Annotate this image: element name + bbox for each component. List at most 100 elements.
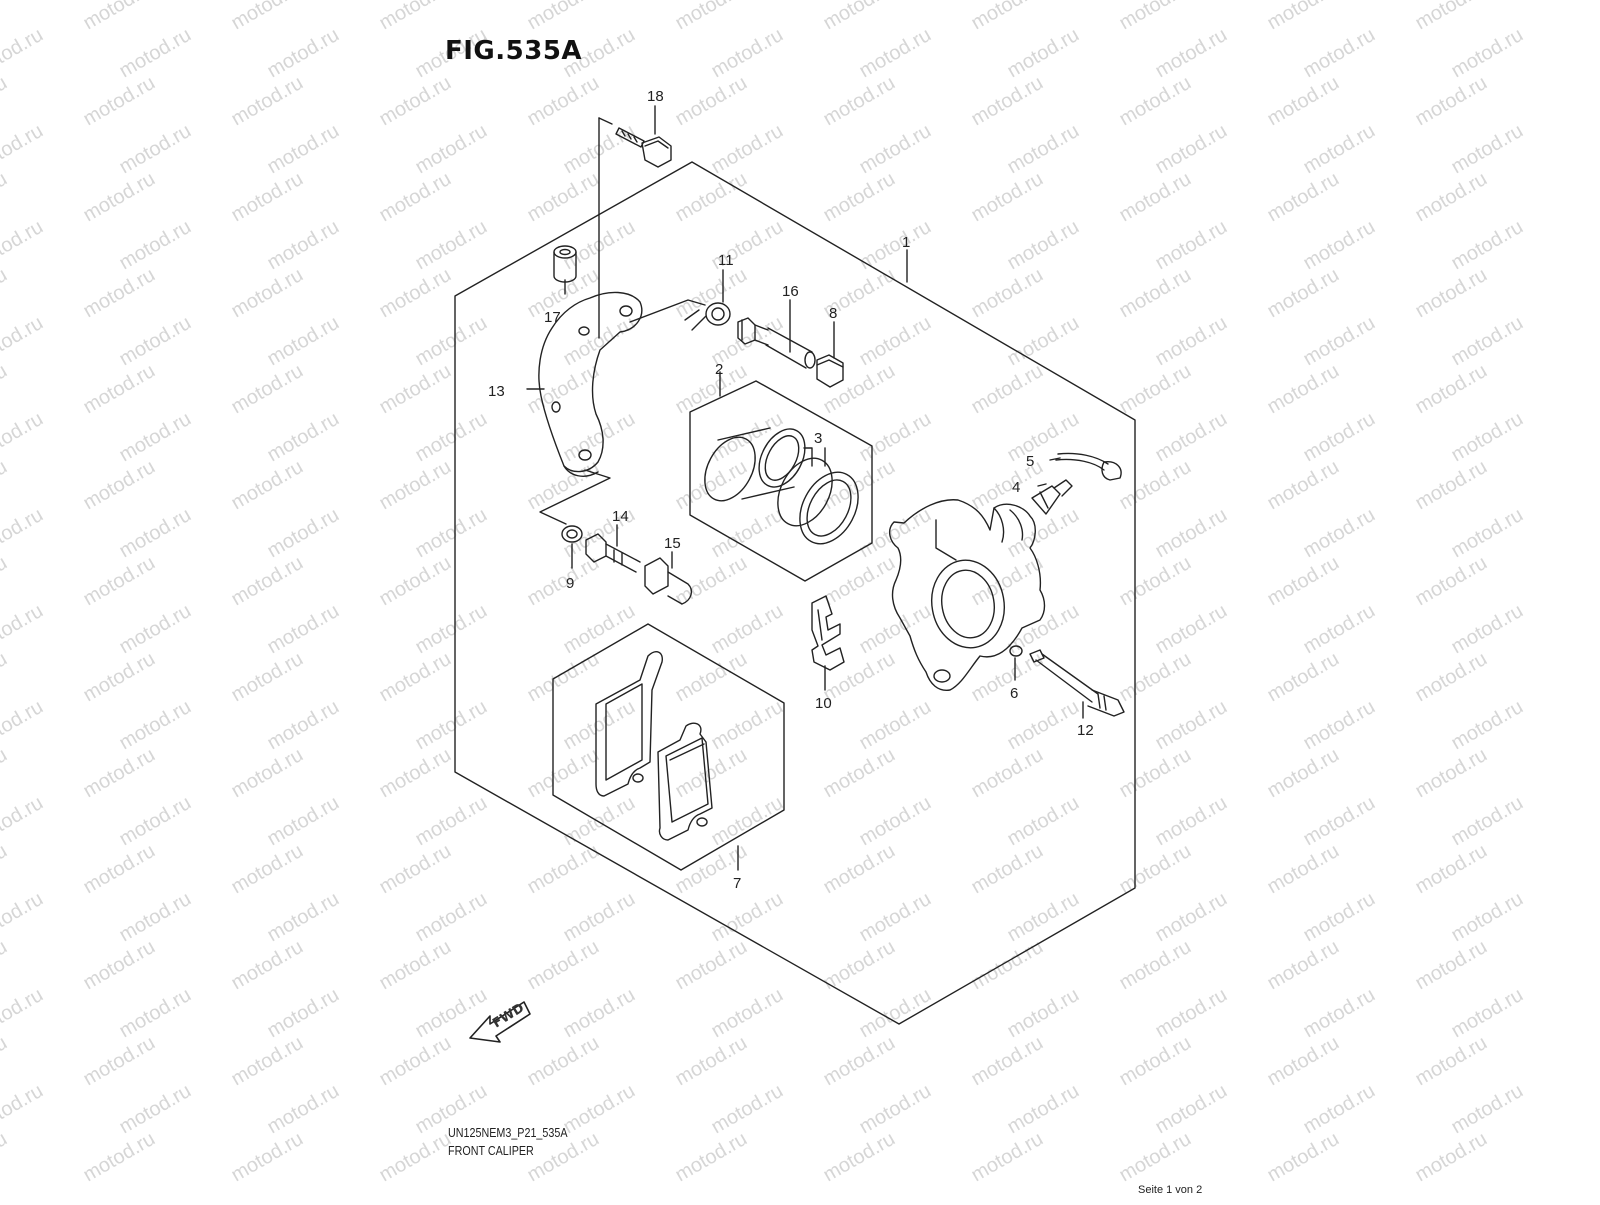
watermark-text: motod.ru — [856, 696, 935, 755]
pin-16 — [737, 317, 816, 369]
watermark-text: motod.ru — [0, 888, 47, 947]
watermark-text: motod.ru — [1116, 1128, 1195, 1187]
watermark-text: motod.ru — [560, 600, 639, 659]
watermark-text: motod.ru — [1300, 120, 1379, 179]
watermark-text: motod.ru — [228, 456, 307, 515]
watermark-text: motod.ru — [1412, 456, 1491, 515]
watermark-text: motod.ru — [264, 504, 343, 563]
watermark-text: motod.ru — [1300, 216, 1379, 275]
watermark-text: motod.ru — [968, 1032, 1047, 1091]
watermark-text: motod.ru — [264, 216, 343, 275]
watermark-text: motod.ru — [1448, 792, 1527, 851]
watermark-text: motod.ru — [80, 360, 159, 419]
watermark-text: motod.ru — [856, 1080, 935, 1139]
callout-11: 11 — [718, 252, 734, 269]
watermark-text: motod.ru — [264, 312, 343, 371]
watermark-text: motod.ru — [1300, 888, 1379, 947]
callout-3: 3 — [814, 430, 822, 447]
watermark-text: motod.ru — [376, 1128, 455, 1187]
watermark-text: motod.ru — [708, 24, 787, 83]
watermark-text: motod.ru — [264, 408, 343, 467]
watermark-text: motod.ru — [1264, 648, 1343, 707]
watermark-text: motod.ru — [1264, 360, 1343, 419]
fwd-label: FWD — [490, 1001, 527, 1032]
watermark-text: motod.ru — [968, 168, 1047, 227]
watermark-text: motod.ru — [524, 552, 603, 611]
watermark-text: motod.ru — [0, 552, 11, 611]
watermark-text: motod.ru — [820, 1032, 899, 1091]
watermark-text: motod.ru — [1264, 0, 1343, 34]
watermark-text: motod.ru — [1412, 744, 1491, 803]
watermark-text: motod.ru — [376, 648, 455, 707]
watermark-text: motod.ru — [708, 600, 787, 659]
watermark-text: motod.ru — [1116, 168, 1195, 227]
watermark-text: motod.ru — [1264, 552, 1343, 611]
watermark-text: motod.ru — [672, 1032, 751, 1091]
callout-13: 13 — [488, 383, 505, 400]
watermark-text: motod.ru — [856, 120, 935, 179]
page-indicator: Seite 1 von 2 — [1138, 1184, 1203, 1196]
watermark-text: motod.ru — [1152, 120, 1231, 179]
figure-title: FIG.535A — [445, 36, 583, 66]
watermark-text: motod.ru — [1116, 936, 1195, 995]
watermark-text: motod.ru — [80, 744, 159, 803]
watermark-text: motod.ru — [0, 456, 11, 515]
watermark-text: motod.ru — [1448, 984, 1527, 1043]
watermark-text: motod.ru — [1152, 24, 1231, 83]
brake-pad-7b — [657, 722, 713, 841]
watermark-text: motod.ru — [1264, 744, 1343, 803]
watermark-text: motod.ru — [708, 120, 787, 179]
watermark-text: motod.ru — [0, 216, 47, 275]
watermark-text: motod.ru — [0, 504, 47, 563]
watermark-text: motod.ru — [376, 456, 455, 515]
watermark-text: motod.ru — [412, 504, 491, 563]
watermark-text: motod.ru — [1412, 72, 1491, 131]
watermark-text: motod.ru — [1300, 24, 1379, 83]
watermark-text: motod.ru — [80, 840, 159, 899]
watermark-text: motod.ru — [1412, 1032, 1491, 1091]
watermark-text: motod.ru — [80, 456, 159, 515]
watermark-text: motod.ru — [228, 648, 307, 707]
watermark-text: motod.ru — [968, 0, 1047, 34]
watermark-text: motod.ru — [116, 504, 195, 563]
watermark-text: motod.ru — [376, 72, 455, 131]
watermark-text: motod.ru — [116, 312, 195, 371]
caliper-body-1 — [888, 499, 1046, 691]
watermark-text: motod.ru — [116, 120, 195, 179]
callout-14: 14 — [612, 508, 629, 525]
callout-5: 5 — [1026, 453, 1034, 470]
watermark-text: motod.ru — [1300, 1080, 1379, 1139]
watermark-text: motod.ru — [1152, 408, 1231, 467]
watermark-text: motod.ru — [672, 168, 751, 227]
watermark-text: motod.ru — [708, 984, 787, 1043]
watermark-text: motod.ru — [820, 840, 899, 899]
watermark-text: motod.ru — [1116, 840, 1195, 899]
watermark-text: motod.ru — [672, 456, 751, 515]
callout-2: 2 — [715, 361, 723, 378]
watermark-text: motod.ru — [228, 264, 307, 323]
watermark-text: motod.ru — [968, 72, 1047, 131]
watermark-text: motod.ru — [116, 696, 195, 755]
watermark-text: motod.ru — [968, 552, 1047, 611]
figure-caption: FRONT CALIPER — [448, 1144, 534, 1158]
watermark-text: motod.ru — [0, 1032, 11, 1091]
watermark-text: motod.ru — [412, 120, 491, 179]
brake-pad-7a — [595, 651, 663, 797]
watermark-text: motod.ru — [412, 696, 491, 755]
watermark-text: motod.ru — [524, 168, 603, 227]
watermark-text: motod.ru — [228, 744, 307, 803]
watermark-text: motod.ru — [376, 360, 455, 419]
watermark-text: motod.ru — [1004, 312, 1083, 371]
watermark-text: motod.ru — [228, 1128, 307, 1187]
watermark-text: motod.ru — [0, 696, 47, 755]
watermark-text: motod.ru — [1152, 1080, 1231, 1139]
watermark-text: motod.ru — [524, 1032, 603, 1091]
watermark-text: motod.ru — [1264, 456, 1343, 515]
watermark-text: motod.ru — [116, 984, 195, 1043]
watermark-text: motod.ru — [1152, 312, 1231, 371]
watermark-text: motod.ru — [412, 888, 491, 947]
pad-set-outline — [552, 623, 785, 871]
